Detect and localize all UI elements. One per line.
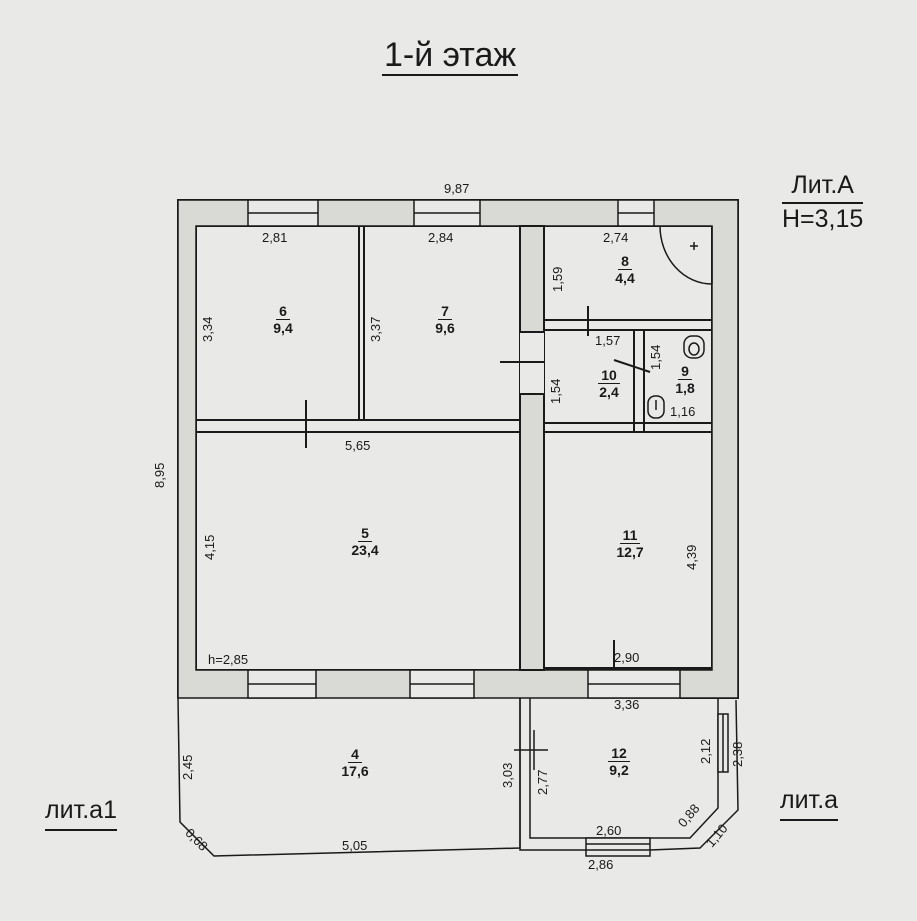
wall-band-main (177, 199, 739, 699)
room-11: 11 12,7 (600, 527, 660, 560)
dim-r12-bottom-inner: 2,60 (596, 823, 622, 838)
dim-r7-width: 2,84 (428, 230, 454, 245)
room-12: 12 9,2 (594, 745, 644, 778)
page-title: 1-й этаж (382, 36, 519, 76)
dim-r11-width: 2,90 (614, 650, 640, 665)
dim-r12-right-inner: 2,12 (698, 738, 713, 764)
dim-r7-depth: 3,37 (368, 316, 383, 342)
room-11-area: 12,7 (616, 544, 644, 561)
room-9-number: 9 (678, 363, 692, 381)
room-12-number: 12 (608, 745, 630, 763)
lit-a1-label: лит.а1 (45, 796, 117, 831)
dim-r12-top: 3,36 (614, 697, 640, 712)
room-7-number: 7 (438, 303, 452, 321)
room-11-number: 11 (619, 527, 641, 545)
dim-r8-depth: 1,59 (550, 266, 565, 292)
room-7: 7 9,6 (420, 303, 470, 336)
extension-a-outline (519, 698, 739, 857)
dim-r5-depth: 4,15 (202, 534, 217, 560)
dim-r12-right-outer: 2,38 (730, 741, 745, 767)
room-12-area: 9,2 (609, 762, 629, 779)
dim-r4-bottom: 5,05 (342, 838, 368, 853)
room-6-number: 6 (276, 303, 290, 321)
lit-a-label: Лит.А H=3,15 (782, 170, 864, 234)
lit-a-small-label: лит.а (780, 786, 839, 821)
room-8-area: 4,4 (615, 270, 635, 287)
room-9: 9 1,8 (660, 363, 710, 396)
dim-r4-left: 2,45 (180, 754, 195, 780)
dim-r5-ceiling: h=2,85 (208, 652, 249, 667)
room-4-number: 4 (348, 746, 362, 764)
dim-r12-left-outer: 3,03 (500, 762, 515, 788)
room-10-area: 2,4 (599, 384, 619, 401)
lit-a-height: H=3,15 (782, 205, 864, 233)
dim-r9-depth: 1,54 (648, 344, 663, 370)
room-5: 5 23,4 (335, 525, 395, 558)
dim-r6-depth: 3,34 (200, 316, 215, 342)
room-4-area: 17,6 (341, 763, 369, 780)
room-10: 10 2,4 (584, 367, 634, 400)
dim-r9-width: 1,16 (670, 404, 696, 419)
room-5-number: 5 (358, 525, 372, 543)
dim-total-depth: 8,95 (152, 462, 167, 488)
room-9-area: 1,8 (675, 380, 695, 397)
room-4: 4 17,6 (325, 746, 385, 779)
room-8: 8 4,4 (600, 253, 650, 286)
dim-total-width: 9,87 (444, 181, 470, 196)
dim-r8-width: 2,74 (603, 230, 629, 245)
lit-a-name: Лит.А (782, 170, 864, 204)
room-5-area: 23,4 (351, 542, 379, 559)
dim-r12-left-inner: 2,77 (535, 769, 550, 795)
room-8-number: 8 (618, 253, 632, 271)
room-6: 6 9,4 (258, 303, 308, 336)
dim-r10-depth: 1,54 (548, 378, 563, 404)
outer-wall-outline (177, 199, 739, 699)
room-10-number: 10 (598, 367, 620, 385)
inner-wall-outline (195, 225, 713, 671)
dim-r12-bottom-outer: 2,86 (588, 857, 614, 872)
dim-r6-width: 2,81 (262, 230, 288, 245)
room-6-area: 9,4 (273, 320, 293, 337)
dim-r5-width: 5,65 (345, 438, 371, 453)
dim-r11-depth: 4,39 (684, 544, 699, 570)
dim-r10-width: 1,57 (595, 333, 621, 348)
room-7-area: 9,6 (435, 320, 455, 337)
